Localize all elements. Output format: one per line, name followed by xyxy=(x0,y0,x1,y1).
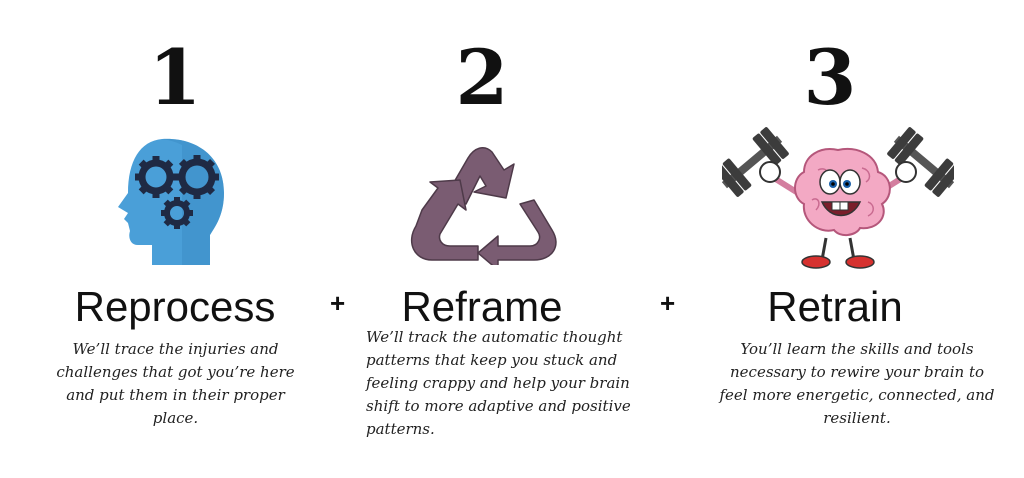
step-3-title: Retrain xyxy=(767,283,903,330)
head-gears-icon xyxy=(112,135,232,270)
plus-separator-1: + xyxy=(330,288,346,318)
step-2-description: We’ll track the automatic thought patter… xyxy=(366,328,631,438)
step-2-title: Reframe xyxy=(401,283,563,330)
step-3-description: You’ll learn the skills and tools necess… xyxy=(719,340,995,427)
step-1-number: 1 xyxy=(148,33,202,122)
recycle-arrows-icon xyxy=(402,130,562,271)
brain-dumbbells-icon xyxy=(715,120,961,272)
plus-separator-2: + xyxy=(660,288,676,318)
step-2-number: 2 xyxy=(455,33,509,122)
step-1-description: We’ll trace the injuries and challenges … xyxy=(56,340,295,427)
step-1-title: Reprocess xyxy=(74,283,276,330)
step-3-number: 3 xyxy=(803,33,857,122)
